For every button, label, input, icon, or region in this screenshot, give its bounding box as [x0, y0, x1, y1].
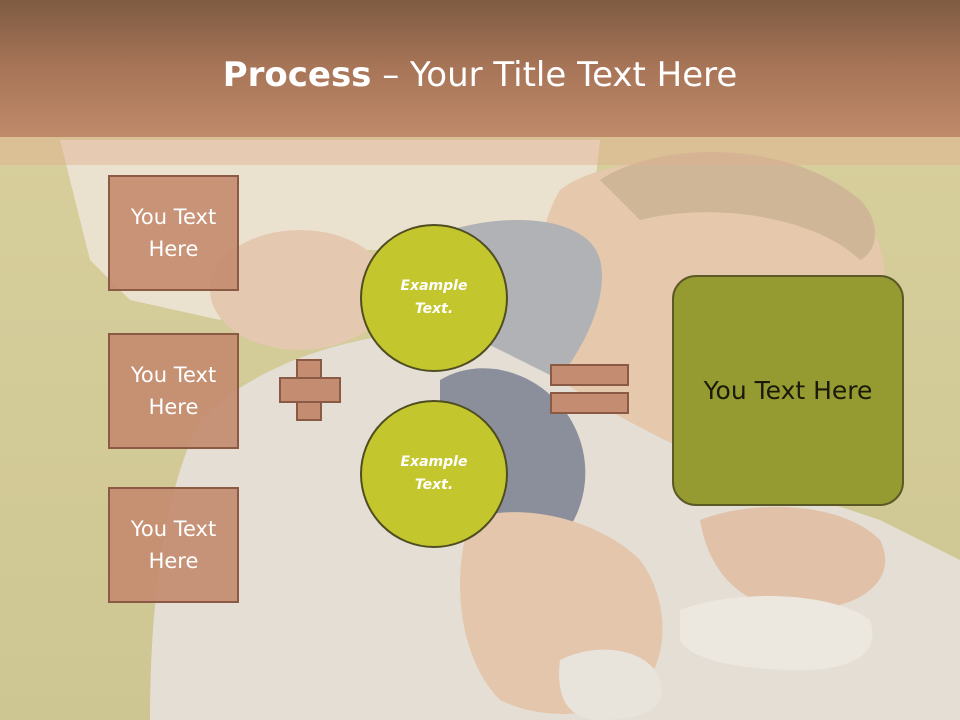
- plus-icon-center: [298, 379, 320, 401]
- example-circle-2[interactable]: Example Text.: [360, 400, 508, 548]
- slide-title-rest: – Your Title Text Here: [371, 55, 738, 95]
- man-hand-right: [700, 506, 886, 610]
- example-circle-1-label: Example Text.: [400, 278, 468, 317]
- example-circle-2-label: Example Text.: [400, 454, 468, 493]
- text-box-2[interactable]: You Text Here: [108, 333, 239, 449]
- text-box-2-label: You Text Here: [130, 363, 217, 419]
- example-circle-1[interactable]: Example Text.: [360, 224, 508, 372]
- child-shoe: [680, 596, 873, 670]
- slide-title-bold: Process: [222, 55, 372, 95]
- text-box-1-label: You Text Here: [130, 205, 217, 261]
- equals-icon-bottom: [550, 392, 629, 414]
- text-box-3[interactable]: You Text Here: [108, 487, 239, 603]
- text-box-1[interactable]: You Text Here: [108, 175, 239, 291]
- child-arm: [210, 230, 390, 350]
- result-box[interactable]: You Text Here: [672, 275, 904, 506]
- equals-icon-top: [550, 364, 629, 386]
- man-hair: [600, 152, 875, 260]
- text-box-3-label: You Text Here: [130, 517, 217, 573]
- title-bar: [0, 0, 960, 137]
- slide-title: Process – Your Title Text Here: [0, 52, 960, 98]
- result-box-label: You Text Here: [703, 376, 873, 405]
- child-shoe-left: [559, 649, 662, 720]
- title-bar-band: [0, 137, 960, 165]
